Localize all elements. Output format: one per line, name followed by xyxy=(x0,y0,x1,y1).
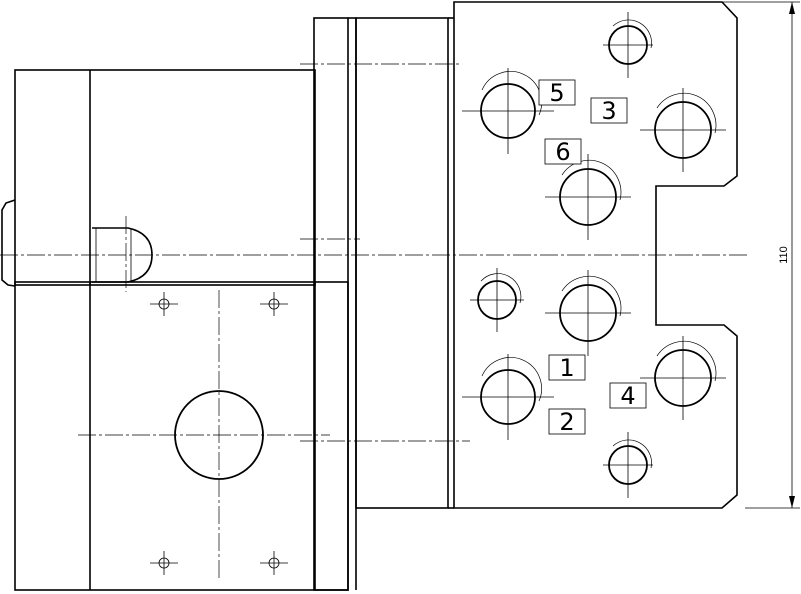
port-label-4: 4 xyxy=(609,382,647,410)
port-hole xyxy=(462,68,554,154)
svg-text:4: 4 xyxy=(620,382,635,410)
svg-text:3: 3 xyxy=(601,97,616,125)
motor-housing xyxy=(1,69,316,287)
port-labels: 5 3 6 1 4 2 xyxy=(538,79,647,436)
port-hole xyxy=(462,354,554,440)
port-hole xyxy=(470,268,524,332)
height-dimension-value: 110 xyxy=(778,246,790,264)
port-hole xyxy=(603,12,653,78)
flange-plates xyxy=(313,17,454,591)
port-label-3: 3 xyxy=(590,97,628,125)
port-label-1: 1 xyxy=(548,354,586,382)
port-hole xyxy=(545,154,631,240)
port-hole xyxy=(640,336,726,420)
port-hole xyxy=(545,270,631,356)
svg-text:6: 6 xyxy=(555,138,570,166)
port-holes xyxy=(462,12,726,498)
svg-text:2: 2 xyxy=(559,408,574,436)
lower-block xyxy=(14,281,349,591)
height-dimension: 110 xyxy=(722,1,800,509)
port-label-5: 5 xyxy=(538,79,576,107)
port-label-2: 2 xyxy=(548,408,586,436)
port-hole xyxy=(640,88,726,172)
port-hole xyxy=(603,432,653,498)
svg-text:5: 5 xyxy=(549,79,564,107)
svg-text:1: 1 xyxy=(559,354,574,382)
center-lines xyxy=(0,63,750,580)
valve-block xyxy=(453,1,738,509)
port-label-6: 6 xyxy=(544,138,582,166)
